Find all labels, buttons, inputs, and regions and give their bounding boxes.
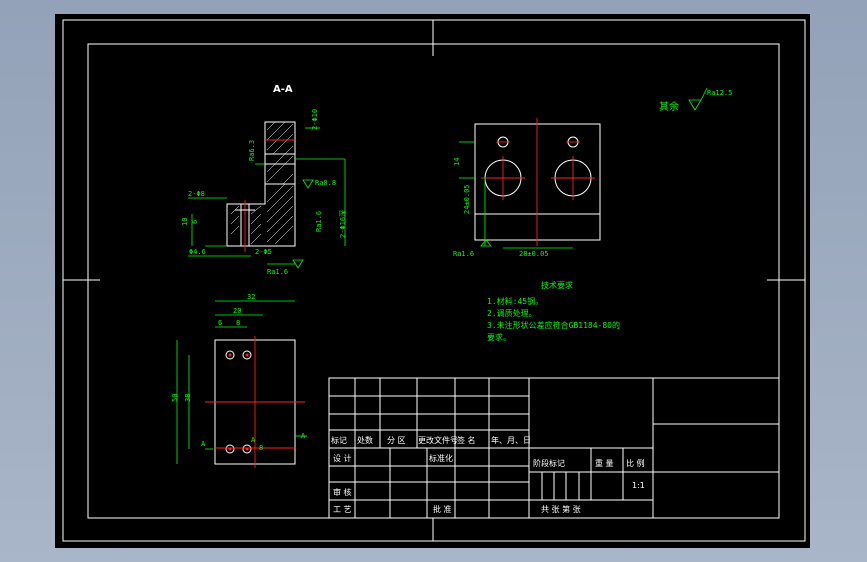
dim-28: 28±0.05 (519, 250, 549, 258)
tech-line-1: 1.材料:45钢。 (487, 296, 543, 306)
tb-date: 年、月、日 (491, 435, 531, 445)
tech-title: 技术要求 (541, 280, 573, 290)
tb-design: 设 计 (333, 453, 352, 463)
roughness-ra16-bottom: Ra1.6 (267, 268, 288, 276)
dim-2-phi16-depth: 2-Φ16深 (338, 210, 347, 238)
section-mark-a-mid: A (251, 436, 256, 444)
tech-line-2: 2.调质处理。 (487, 308, 537, 318)
inner-border (87, 43, 780, 519)
tb-zone: 分 区 (387, 436, 406, 445)
drawing-canvas: A-A 2-Φ10 Ra6.3 (62, 19, 806, 542)
section-mark-a-left: A (201, 440, 206, 448)
dim-20: 20 (233, 307, 241, 315)
tb-scale-label: 比 例 (626, 458, 645, 468)
plan-view: 32 20 6 8 50 38 A A A 8 (171, 293, 307, 468)
tech-line-3: 3.未注形状公差应符合GB1184-80的 (487, 320, 620, 330)
tb-scale: 1:1 (632, 481, 645, 490)
tb-approve: 批 准 (433, 504, 452, 514)
tb-sheets: 共 张 第 张 (541, 504, 581, 514)
tb-review: 审 核 (333, 487, 352, 497)
dim-6-plan: 6 (218, 319, 222, 327)
dim-50: 50 (171, 394, 179, 402)
tb-process: 工 艺 (333, 505, 352, 514)
tb-weight: 重 量 (595, 458, 614, 468)
tb-mark: 标记 (331, 435, 347, 445)
dim-24: 24±0.05 (463, 184, 471, 214)
dim-8-side: 8 (259, 444, 263, 452)
front-view: 14 24±0.05 28±0.05 Ra1.6 其余 Ra12.5 (453, 87, 732, 258)
dim-14: 14 (453, 158, 461, 166)
tb-stage: 阶段标记 (533, 458, 565, 468)
dim-6: 6 (191, 220, 199, 224)
dim-32: 32 (247, 293, 255, 301)
dim-2-phi5: 2-Φ5 (255, 248, 272, 256)
roughness-other-value: Ra12.5 (707, 89, 732, 97)
roughness-ra08: Ra0.8 (315, 179, 336, 187)
technical-requirements: 技术要求 1.材料:45钢。 2.调质处理。 3.未注形状公差应符合GB1184… (487, 280, 620, 342)
section-view-a-a: A-A 2-Φ10 Ra6.3 (181, 84, 347, 276)
dim-phi46: Φ4.6 (189, 248, 206, 256)
tb-count: 处数 (357, 435, 373, 445)
title-block: 标记 处数 分 区 更改文件号 签 名 年、月、日 设 计 标准化 阶段标记 重… (328, 377, 780, 519)
dim-8-plan: 8 (236, 319, 240, 327)
tb-standard: 标准化 (429, 453, 453, 463)
roughness-ra16-side: Ra1.6 (315, 211, 323, 232)
section-label: A-A (273, 84, 293, 95)
roughness-front: Ra1.6 (453, 250, 474, 258)
dim-2-phi10: 2-Φ10 (311, 109, 319, 130)
dim-10: 10 (181, 218, 189, 226)
tech-line-4: 要求。 (487, 332, 511, 342)
dim-2-phi8: 2-Φ8 (188, 190, 205, 198)
dim-38: 38 (184, 394, 192, 402)
cad-drawing-viewport[interactable]: A-A 2-Φ10 Ra6.3 (55, 14, 810, 548)
tb-sign: 签 名 (457, 435, 476, 445)
roughness-other-label: 其余 (659, 100, 679, 113)
tb-doc: 更改文件号 (418, 435, 458, 445)
roughness-ra63: Ra6.3 (248, 140, 256, 161)
